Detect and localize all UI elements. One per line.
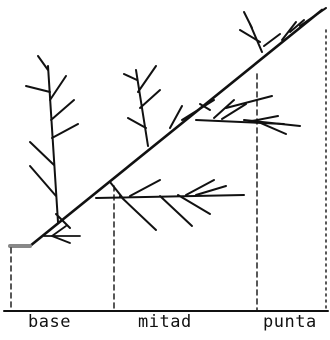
main-axis bbox=[28, 8, 324, 248]
shoot-middle-horizontal bbox=[95, 179, 245, 231]
shoot-upper-vertical bbox=[239, 11, 305, 53]
dashed-guides bbox=[10, 29, 327, 311]
twig-base-small bbox=[43, 225, 81, 244]
label-middle: mitad bbox=[138, 312, 192, 332]
label-base: base bbox=[28, 312, 71, 332]
shoot-base bbox=[25, 55, 79, 229]
shoot-upper-horizontal bbox=[195, 95, 301, 135]
shoot-middle-vertical bbox=[123, 65, 215, 147]
label-tip: punta bbox=[263, 312, 317, 332]
main-axis-tip bbox=[299, 7, 327, 27]
